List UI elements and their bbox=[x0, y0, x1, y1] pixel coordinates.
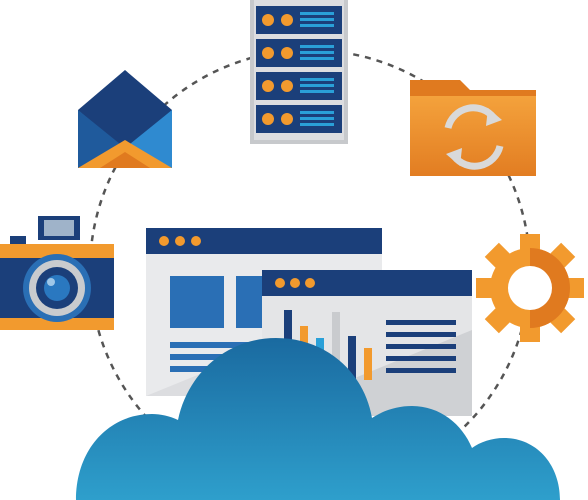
cloud-icon bbox=[76, 338, 560, 500]
server-icon bbox=[250, 0, 348, 144]
gear-icon bbox=[476, 234, 584, 342]
sync-folder-icon bbox=[410, 80, 536, 176]
envelope-icon bbox=[78, 70, 172, 168]
camera-icon bbox=[0, 216, 114, 330]
